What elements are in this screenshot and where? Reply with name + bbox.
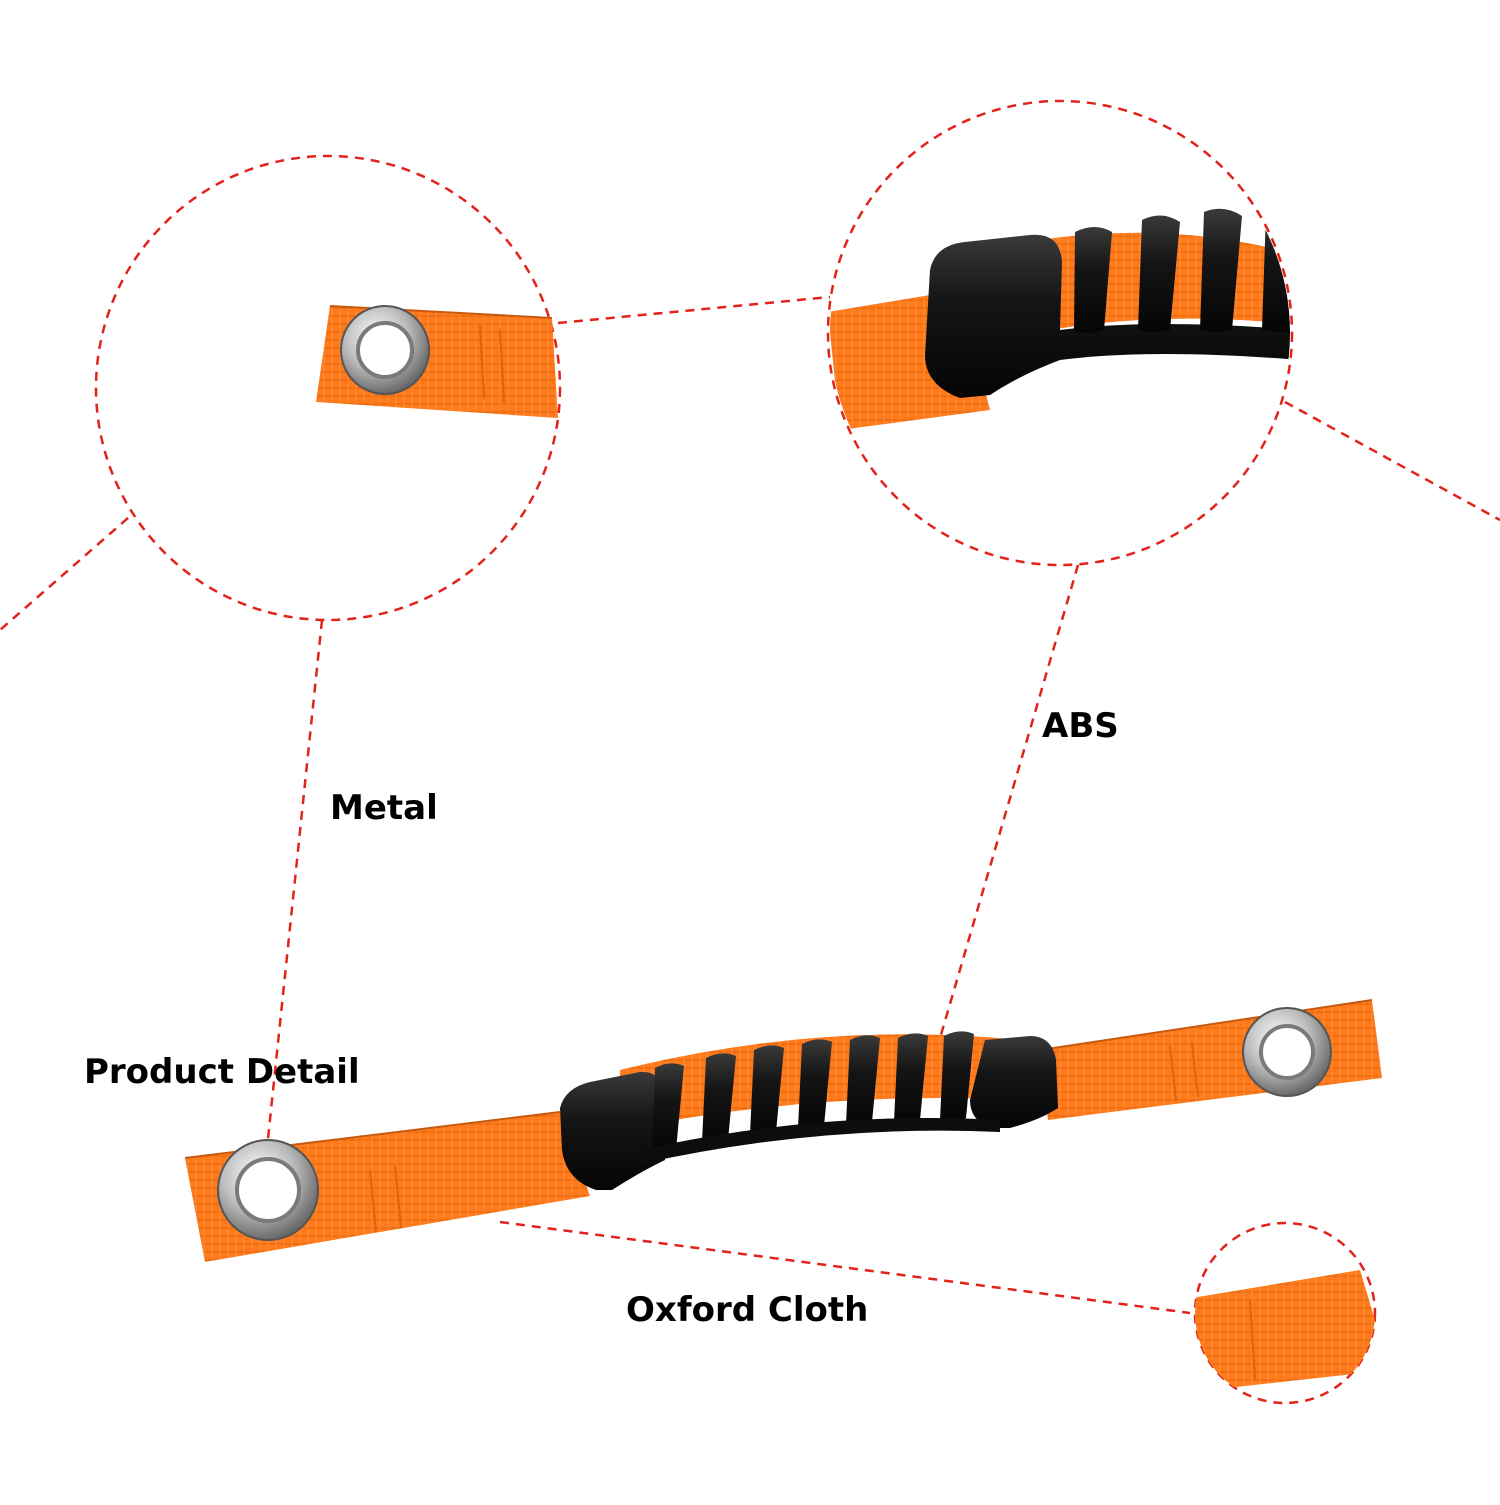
metal-grommet-icon (316, 305, 558, 418)
label-abs: ABS (1042, 706, 1119, 746)
connector-oxford (499, 1220, 1191, 1315)
connector-abs-circle-right (1284, 400, 1500, 522)
connector-metal-circle-left (0, 517, 129, 631)
connector-lines (0, 295, 1500, 1315)
abs-grip-icon (830, 208, 1290, 430)
connector-metal-to-abs (557, 295, 831, 325)
product-handle (184, 999, 1382, 1262)
label-oxford-cloth: Oxford Cloth (626, 1290, 869, 1330)
connector-metal-down (264, 619, 324, 1159)
zoom-circle-metal (94, 154, 562, 622)
connector-abs-down (936, 564, 1080, 1046)
oxford-strap-icon (1195, 1270, 1375, 1392)
label-metal: Metal (330, 788, 438, 828)
zoom-circles (94, 99, 1377, 1405)
label-product-detail: Product Detail (84, 1052, 360, 1092)
zoom-circle-abs (826, 99, 1294, 567)
zoom-circle-oxford (1193, 1221, 1377, 1405)
